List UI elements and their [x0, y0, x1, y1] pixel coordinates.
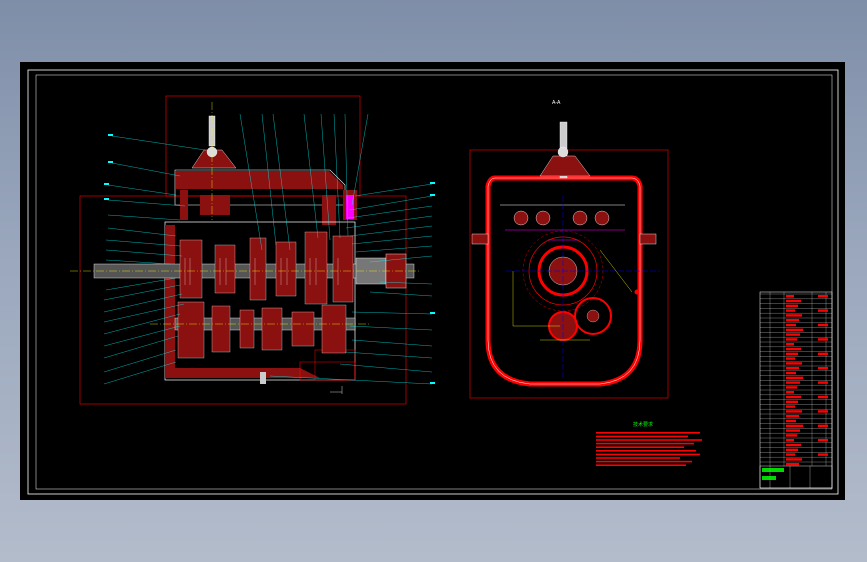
gearbox-longitudinal-section [70, 95, 435, 405]
outer-frame [27, 69, 839, 495]
gearbox-cross-section [469, 121, 669, 399]
view-boundary-right [469, 149, 669, 399]
technical-notes [596, 432, 702, 466]
inner-frame [35, 74, 833, 490]
section-view-title: A-A [552, 100, 561, 106]
parts-list-table [759, 291, 833, 489]
tech-notes-title: 技术要求 [633, 422, 654, 428]
view-boundary-left-lower [79, 195, 407, 405]
